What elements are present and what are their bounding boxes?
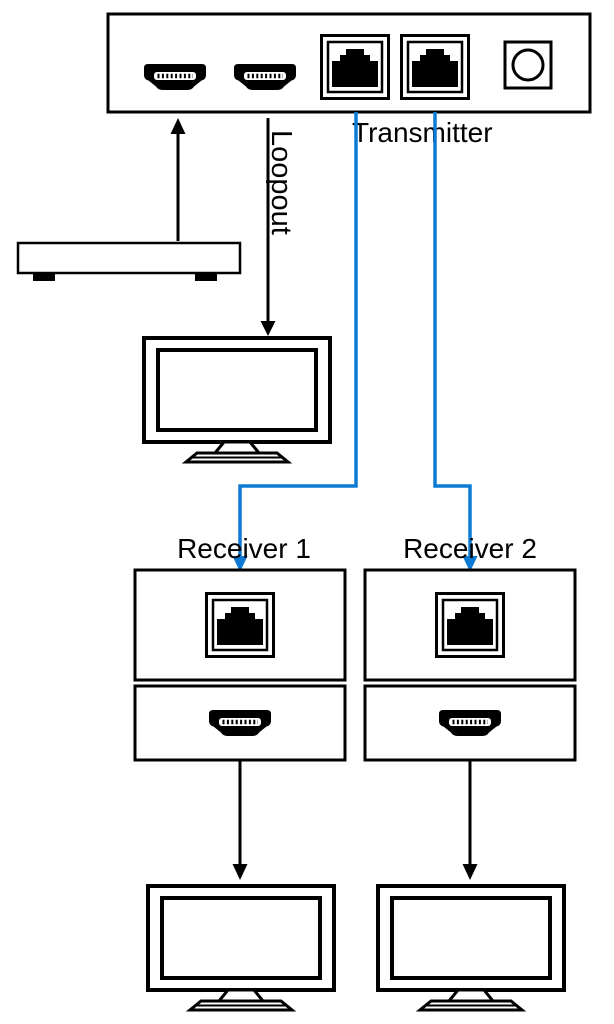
transmitter-label: Transmitter	[352, 117, 493, 148]
arrow-receiver1-to-tv	[232, 760, 248, 880]
rj45-output-port-1-icon	[320, 34, 390, 100]
arrowhead-up-icon	[170, 118, 186, 134]
power-jack-barrel	[511, 48, 545, 82]
receiver2-label: Receiver 2	[403, 533, 537, 564]
cat5-cable-1	[232, 112, 358, 572]
arrowhead-down-icon	[260, 321, 276, 336]
receiver2-rj45-port-icon	[435, 592, 505, 658]
source-device-body	[16, 241, 242, 275]
receiver1-label: Receiver 1	[177, 533, 311, 564]
cable-run	[433, 112, 472, 556]
source-device-foot-right	[195, 273, 217, 281]
arrowhead-down-icon	[232, 864, 248, 880]
rj45-output-port-2-icon	[400, 34, 470, 100]
arrowhead-down-icon	[462, 864, 478, 880]
source-device	[16, 241, 242, 281]
cable-arrowhead-down-icon	[462, 556, 478, 572]
loopout-tv-icon	[142, 336, 332, 464]
cat5-cable-2	[433, 112, 478, 572]
arrow-receiver2-to-tv	[462, 760, 478, 880]
transmitter-unit	[106, 12, 592, 114]
receiver1-tv-icon	[146, 884, 336, 1012]
receiver2-tv-icon	[376, 884, 566, 1012]
arrow-loopout-to-tv	[260, 118, 276, 336]
cable-run	[238, 112, 358, 556]
receiver2-unit	[363, 568, 577, 762]
loopout-label: Loopout	[265, 130, 297, 235]
arrow-source-to-transmitter	[170, 118, 186, 241]
power-jack-icon	[503, 40, 553, 90]
receiver1-rj45-port-icon	[205, 592, 275, 658]
receiver1-unit	[133, 568, 347, 762]
source-device-foot-left	[33, 273, 55, 281]
cable-arrowhead-down-icon	[232, 556, 248, 572]
